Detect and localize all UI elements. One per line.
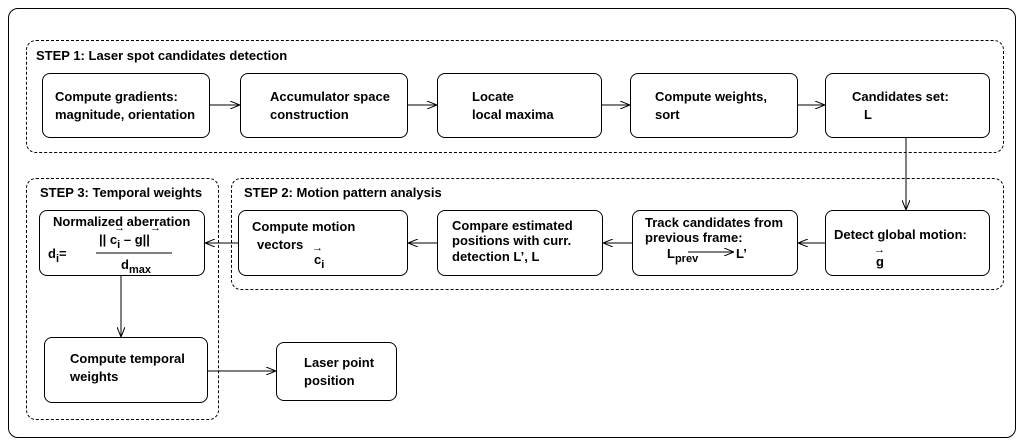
aberration-title: Normalized aberration: [53, 214, 191, 229]
compare-box: [437, 210, 603, 276]
step1-title: STEP 1: Laser spot candidates detection: [36, 48, 288, 63]
track-l-prime: L’: [736, 246, 747, 261]
track-l-prev: Lprev: [667, 246, 698, 265]
numerator-c: c: [109, 232, 118, 247]
aberration-denominator: dmax: [121, 257, 151, 276]
accumulator-line2: construction: [270, 107, 349, 122]
motion-vector-symbol: ci: [314, 252, 324, 271]
compute-temporal-line2: weights: [70, 369, 119, 384]
global-motion-g: g: [876, 254, 884, 269]
laser-point-position-box: [276, 342, 397, 401]
detect-global-line1: Detect global motion:: [834, 227, 967, 242]
compute-motion-line2: vectors: [257, 237, 304, 252]
compute-weights-box: [630, 73, 798, 138]
denominator-d: d: [121, 257, 129, 272]
vector-arrow-icon: →: [312, 242, 323, 254]
compute-weights-line2: sort: [655, 107, 680, 122]
motion-vector-c: c: [314, 252, 322, 267]
aberration-equals: =: [59, 246, 67, 261]
aberration-d-sub: i: [55, 253, 60, 265]
aberration-lhs: di=: [48, 246, 67, 265]
laser-point-line2: position: [304, 373, 355, 388]
step2-title: STEP 2: Motion pattern analysis: [244, 185, 442, 200]
locate-maxima-box: [437, 73, 602, 138]
locate-maxima-line2: local maxima: [472, 107, 554, 122]
compute-temporal-line1: Compute temporal: [70, 351, 185, 366]
step1-group: [26, 40, 1004, 153]
compute-motion-line1: Compute motion: [252, 219, 356, 234]
track-candidates-line2: previous frame:: [645, 230, 743, 245]
numerator-c-arrow-icon: →: [114, 222, 125, 234]
compare-line1: Compare estimated: [452, 218, 573, 233]
motion-vector-sub: i: [321, 259, 325, 271]
numerator-c-sub: i: [117, 239, 121, 251]
outer-frame: [8, 8, 1016, 438]
track-l: L: [667, 246, 675, 261]
normalized-aberration-box: [39, 210, 205, 276]
compare-line3: detection L’, L: [452, 249, 540, 264]
locate-maxima-line1: Locate: [472, 89, 514, 104]
compute-weights-line1: Compute weights,: [655, 89, 767, 104]
numerator-g: g: [134, 232, 143, 247]
detect-global-box: [825, 210, 990, 276]
track-candidates-line1: Track candidates from: [645, 215, 783, 230]
step3-title: STEP 3: Temporal weights: [40, 185, 203, 200]
accumulator-line1: Accumulator space: [270, 89, 390, 104]
accumulator-box: [240, 73, 408, 138]
candidates-set-line1: Candidates set:: [852, 89, 949, 104]
step3-group: [26, 178, 219, 420]
norm-right-bars: ||: [142, 232, 150, 247]
step2-group: [231, 178, 1004, 290]
numerator-minus: –: [123, 232, 132, 247]
compare-line2: positions with curr.: [452, 233, 572, 248]
numerator-g-arrow-icon: →: [150, 222, 161, 234]
aberration-d: d: [48, 246, 56, 261]
aberration-numerator: || ci – g||: [99, 232, 150, 251]
candidates-set-line2: L: [864, 107, 872, 122]
compute-gradients-line1: Compute gradients:: [55, 89, 178, 104]
track-candidates-box: [632, 210, 798, 276]
laser-point-line1: Laser point: [304, 355, 375, 370]
candidates-set-box: [825, 73, 990, 138]
track-prev-sub: prev: [674, 253, 699, 265]
compute-motion-box: [238, 210, 408, 276]
norm-left-bars: ||: [99, 232, 107, 247]
compute-temporal-box: [44, 337, 208, 403]
global-vector-arrow-icon: →: [874, 244, 885, 256]
denominator-sub: max: [128, 264, 151, 276]
compute-gradients-line2: magnitude, orientation: [55, 107, 196, 122]
compute-gradients-box: [42, 73, 210, 138]
